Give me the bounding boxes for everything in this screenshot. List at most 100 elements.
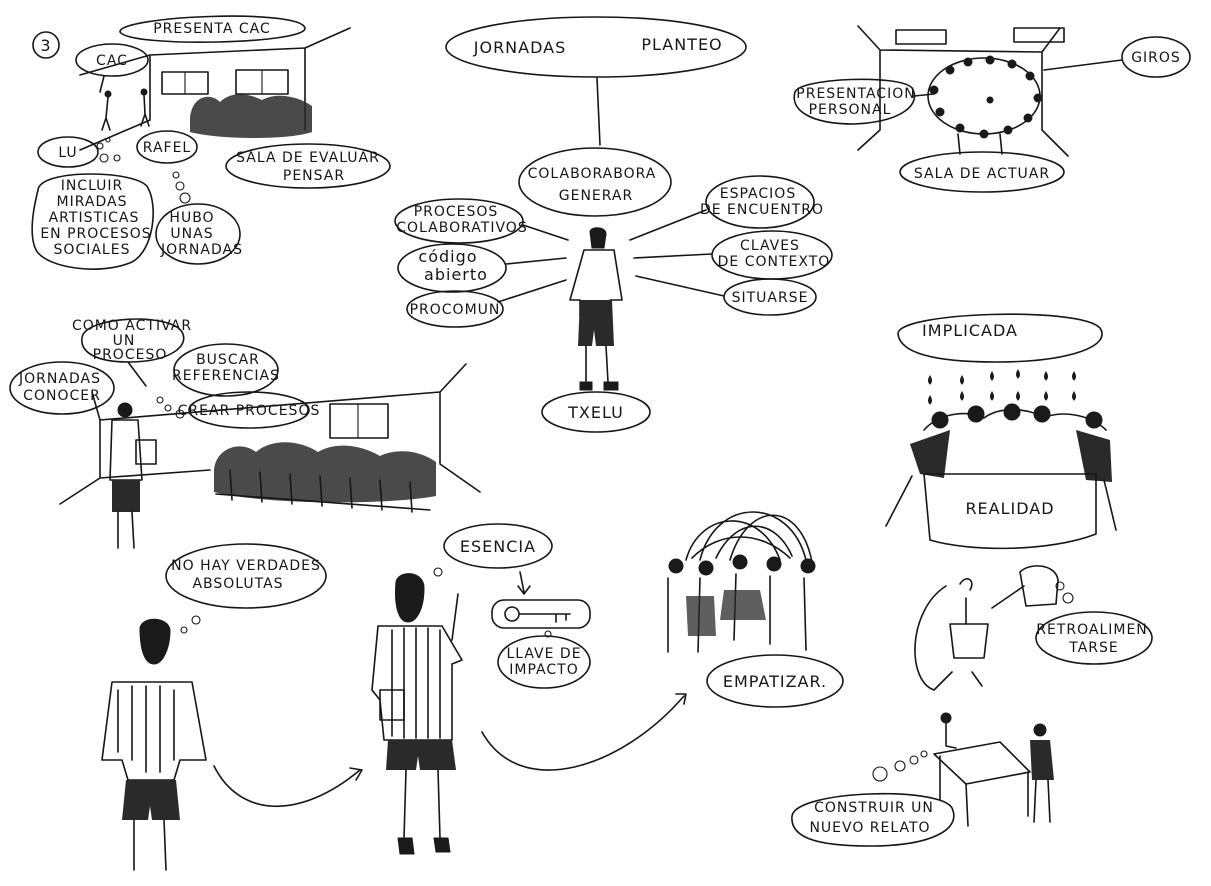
realidad-label: REALIDAD — [965, 499, 1054, 518]
rafel-bubble — [136, 130, 198, 164]
no-hay-bubble — [165, 543, 327, 609]
hubo-bubble — [155, 203, 241, 265]
plant-pot — [949, 623, 989, 659]
situarse-label: SITUARSE — [732, 290, 809, 306]
txelu-mindmap: JORNADAS PLANTEO COLABORABORA GENERAR PR… — [394, 16, 833, 433]
sala-evaluar-line2: PENSAR — [283, 168, 345, 184]
implicada-bubble — [897, 313, 1103, 363]
txelu-bubble — [541, 391, 651, 433]
como-activar-line1: COMO ACTIVAR — [72, 318, 192, 334]
sala-actuar-label: SALA DE ACTUAR — [914, 166, 1050, 182]
txelu-label: TXELU — [567, 403, 624, 422]
codigo-line1: código — [418, 247, 477, 266]
empatizar-bubble — [706, 654, 844, 708]
crear-label: CREAR PROCESOS — [178, 403, 321, 419]
key-box — [491, 599, 591, 629]
no-hay-line2: ABSOLUTAS — [192, 576, 283, 592]
esencia-scene: ESENCIA LLAVE DE IMPACTO — [371, 523, 687, 855]
sala-evaluar-bubble — [225, 143, 391, 189]
key-icon — [504, 606, 520, 622]
mindmap-connectors — [497, 209, 725, 303]
sala-evaluar-line1: SALA DE EVALUAR — [236, 150, 380, 166]
jornadas-planteo-line2: PLANTEO — [641, 35, 722, 54]
relato-scene: CONSTRUIR UN NUEVO RELATO — [791, 712, 1054, 847]
cac-label: CAC — [96, 53, 128, 69]
claves-line1: CLAVES — [740, 238, 800, 254]
watering-can — [991, 565, 1059, 609]
construir-line1: CONSTRUIR UN — [814, 800, 934, 816]
procomun-label: PROCOMUN — [410, 302, 501, 318]
seated-audience — [214, 442, 436, 513]
lu-bubble — [37, 136, 99, 168]
retro-line2: TARSE — [1068, 640, 1119, 656]
circle-of-people — [927, 55, 1043, 139]
incluir-line5: SOCIALES — [54, 242, 131, 258]
txelu-figure — [569, 227, 623, 391]
actuar-window-right — [1013, 27, 1065, 43]
audience-cluster — [190, 94, 312, 138]
buscar-line1: BUSCAR — [196, 352, 260, 368]
llave-line1: LLAVE DE — [506, 646, 581, 662]
procesos-colab-line2: COLABORATIVOS — [396, 220, 527, 236]
esencia-bubble — [443, 523, 553, 569]
no-hay-line1: NO HAY VERDADES — [171, 558, 321, 574]
giros-label: GIROS — [1131, 50, 1181, 66]
giros-bubble — [1121, 36, 1191, 78]
presenta-cac-scene: 3 PRESENTA CAC CAC LU R — [31, 15, 391, 270]
cycle-arrow — [914, 585, 983, 691]
crear-bubble — [188, 391, 310, 429]
presenta-cac-bubble — [119, 15, 306, 43]
colabora-line2: GENERAR — [559, 188, 633, 204]
implicada-label: IMPLICADA — [922, 321, 1018, 340]
cac-pointer — [99, 75, 105, 93]
hubo-line3: JORNADAS — [160, 242, 243, 258]
presentacion-bubble — [793, 78, 916, 125]
table-with-people — [933, 712, 1054, 827]
incluir-bubble — [31, 173, 154, 270]
classroom-window — [329, 403, 389, 439]
classroom-scene: COMO ACTIVAR UN PROCESO JORNADAS CONOCER… — [9, 318, 481, 549]
realidad-tub — [923, 473, 1097, 550]
procesos-colab-line1: PROCESOS — [414, 204, 499, 220]
teacher-figure — [109, 402, 157, 549]
watering-scene — [914, 565, 1059, 691]
sala-actuar-bubble — [899, 151, 1065, 193]
presenta-cac-label: PRESENTA CAC — [153, 21, 271, 37]
arrow-to-center — [213, 765, 363, 808]
room-walls — [79, 27, 351, 151]
llave-bubble — [497, 635, 591, 689]
esencia-label: ESENCIA — [460, 537, 536, 556]
classroom-walls — [59, 363, 481, 505]
espacios-bubble — [705, 175, 815, 229]
empatizar-label: EMPATIZAR. — [723, 672, 827, 691]
hubo-line1: HUBO — [169, 210, 214, 226]
cac-bubble — [75, 43, 149, 77]
actuar-room-walls — [857, 25, 1069, 157]
number-circle — [32, 31, 60, 59]
construir-bubble — [791, 792, 955, 847]
espacios-line1: ESPACIOS — [720, 186, 796, 202]
standing-group — [667, 554, 816, 653]
thinking-man-figure — [101, 618, 207, 871]
colabora-line1: COLABORABORA — [528, 166, 657, 182]
rain-drops — [928, 369, 1076, 405]
sala-actuar-scene: GIROS PRESENTACION PERSONAL SALA DE ACTU… — [793, 25, 1191, 193]
llave-line2: IMPACTO — [509, 662, 578, 678]
number-label: 3 — [40, 36, 51, 55]
jornadas-planteo-line1: JORNADAS — [473, 38, 566, 57]
speaker-figure — [371, 573, 463, 855]
jornadas-conocer-bubble — [9, 361, 115, 415]
empatizar-scene: EMPATIZAR. — [667, 511, 844, 708]
actuar-window-left — [895, 29, 947, 45]
presenter-figures — [101, 88, 150, 131]
espacios-line2: DE ENCUENTRO — [700, 202, 824, 218]
lu-label: LU — [58, 145, 77, 161]
arrow-to-empatizar — [481, 693, 687, 771]
como-activar-bubble — [81, 318, 185, 363]
incluir-line3: ARTISTICAS — [49, 210, 140, 226]
buscar-line2: REFERENCIAS — [172, 368, 280, 384]
people-around-realidad — [885, 403, 1117, 531]
claves-line2: DE CONTEXTO — [718, 254, 831, 270]
retro-line1: RETROALIMEN — [1036, 622, 1148, 638]
